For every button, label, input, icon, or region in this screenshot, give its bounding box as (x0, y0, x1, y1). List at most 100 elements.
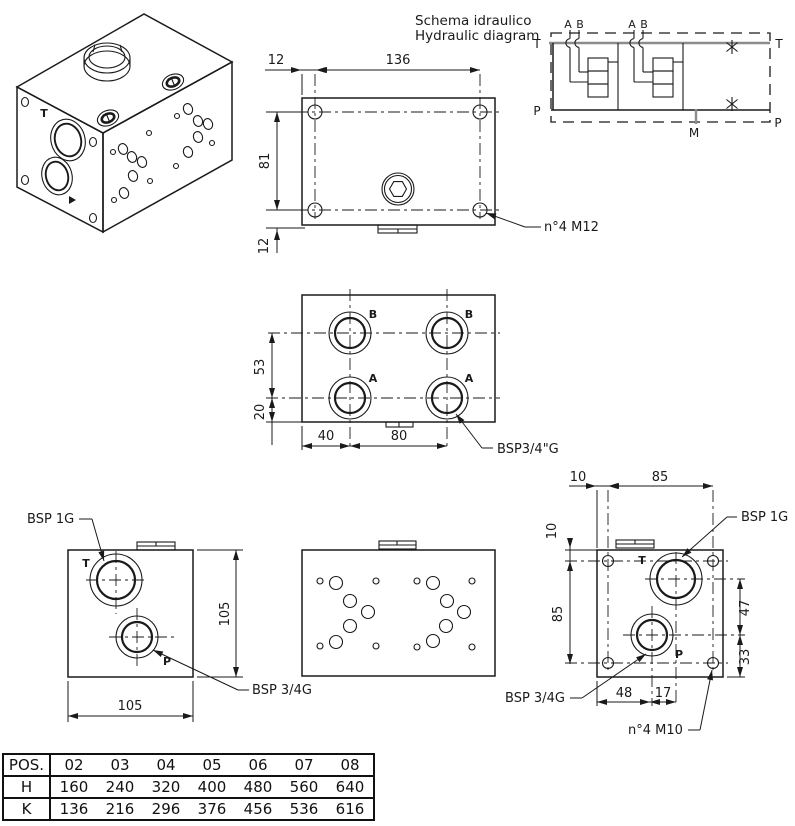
plug-symbol (726, 40, 738, 54)
iso-p-port (41, 156, 73, 196)
port-label-b: B (369, 308, 377, 321)
table-header-h: H (4, 777, 51, 799)
schematic-title-it: Schema idraulico (415, 13, 531, 29)
schematic-title-en: Hydraulic diagram (415, 28, 539, 44)
valve-pattern-1 (316, 575, 380, 650)
nameplate-tab (378, 540, 417, 550)
dimensions-table: POS. 02 03 04 05 06 07 08 H 160 240 320 … (2, 753, 375, 821)
center-hex-plug (381, 172, 415, 206)
t-port (649, 552, 703, 606)
dim-label: 85 (551, 606, 566, 623)
table-header-k: K (4, 799, 51, 819)
port-label-a: A (465, 372, 474, 385)
table-cell: 02 (51, 755, 97, 777)
table-cell: 136 (59, 800, 89, 818)
table-cell: 560 (281, 777, 327, 799)
dim-label: 10 (570, 470, 587, 485)
mounting-hole-m10 (601, 554, 720, 670)
hex-plug (83, 42, 131, 82)
dim-label: 48 (616, 686, 633, 701)
table-cell: 240 (97, 777, 143, 799)
table-cell: 480 (235, 777, 281, 799)
table-cell: 05 (189, 755, 235, 777)
table-cell: 03 (97, 755, 143, 777)
plug-symbol (726, 97, 738, 111)
dim-label: 17 (655, 686, 672, 701)
work-port-b1 (328, 311, 372, 355)
port-label-b: B (465, 308, 473, 321)
port-label-t: T (82, 557, 90, 570)
port-label-t: T (774, 37, 783, 51)
table-cell: 616 (335, 800, 365, 818)
port-label-a: A (628, 18, 636, 31)
port-label-p: P (675, 648, 683, 661)
side-valve-pattern-holes (109, 103, 216, 204)
table-cell: 376 (197, 800, 227, 818)
iso-t-port (50, 118, 86, 162)
table-cell: 07 (281, 755, 327, 777)
left-side-view: T P 105 105 BSP 1G BSP 3/4G (27, 512, 312, 722)
nameplate-tab (136, 541, 176, 551)
work-port-a1 (328, 376, 372, 420)
valve-station (565, 30, 619, 110)
hydraulic-schematic: Schema idraulico Hydraulic diagram (415, 13, 783, 140)
iso-t-label: T (40, 107, 48, 120)
right-side-view: T P 10 85 10 85 47 33 48 17 BSP 1G BSP 3… (505, 470, 788, 738)
port-label-b: B (640, 18, 648, 31)
leader-label-bsp34g: BSP 3/4G (252, 683, 312, 698)
port-label-b: B (576, 18, 584, 31)
iso-p-arrow-marker (69, 196, 76, 204)
nameplate-tab (385, 421, 414, 428)
front-mounting-holes (20, 96, 98, 224)
port-label-t: T (638, 554, 646, 567)
table-cell: 06 (235, 755, 281, 777)
table-cell: 456 (243, 800, 273, 818)
table-cell: 216 (105, 800, 135, 818)
leader-label-bsp34g: BSP 3/4G (505, 691, 565, 706)
port-label-p: P (533, 104, 540, 118)
dim-label: 20 (253, 404, 268, 421)
leader-label-bsp1g: BSP 1G (27, 512, 74, 527)
manifold-boundary (550, 32, 771, 123)
table-cell: 160 (51, 777, 97, 799)
dim-label: 85 (652, 470, 669, 485)
port-label-p: P (774, 116, 781, 130)
dim-label: 33 (738, 649, 753, 666)
leader-label-bsp1g: BSP 1G (741, 510, 788, 525)
port-label-p: P (163, 655, 171, 668)
port-label-a: A (564, 18, 572, 31)
port-label-a: A (369, 372, 378, 385)
table-cell: 08 (327, 755, 373, 777)
table-cell: 04 (143, 755, 189, 777)
p-port (630, 613, 674, 657)
dim-label: 81 (258, 153, 273, 170)
valve-pattern-2 (413, 575, 476, 651)
nameplate-tab (377, 224, 418, 234)
dim-label: 53 (253, 359, 268, 376)
dim-label: 12 (268, 53, 285, 68)
top-view: 12 136 81 12 n°4 M12 (257, 53, 599, 254)
valve-station (629, 30, 684, 110)
ab-ports-view: B B A A 53 20 40 80 BSP3/4"G (253, 289, 559, 457)
table-cell: 320 (143, 777, 189, 799)
dim-label: 105 (218, 602, 233, 627)
leader-label-m12: n°4 M12 (544, 220, 599, 235)
dim-label: 105 (118, 699, 143, 714)
port-label-m: M (689, 126, 699, 140)
dim-label: 12 (257, 238, 272, 255)
table-header-pos: POS. (4, 755, 51, 777)
table-cell: 640 (327, 777, 373, 799)
valve-face-view (301, 540, 496, 677)
dim-label: 40 (318, 429, 335, 444)
work-port-b2 (425, 311, 469, 355)
dim-label: 47 (738, 600, 753, 617)
mounting-hole-m12 (307, 104, 488, 218)
top-port-plug (96, 109, 120, 127)
table-cell: 296 (151, 800, 181, 818)
port-label-t: T (532, 37, 541, 51)
dim-label: 10 (545, 523, 560, 540)
leader-label-bsp34: BSP3/4"G (497, 442, 559, 457)
top-port-plug (161, 73, 185, 91)
nameplate-tab (615, 539, 655, 549)
